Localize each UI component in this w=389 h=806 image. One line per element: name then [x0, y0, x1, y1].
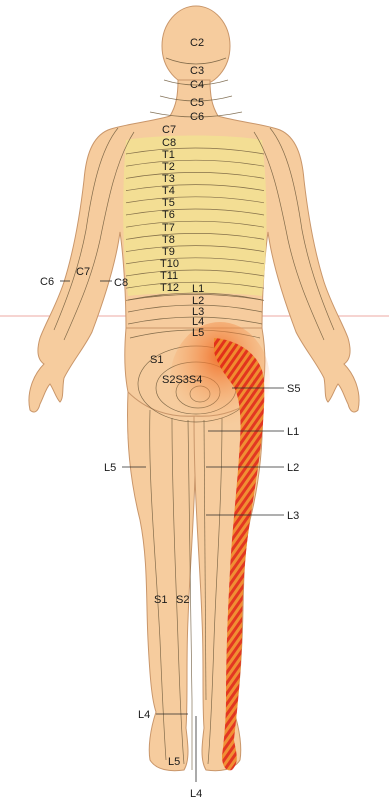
label-arm-c8: C8 [114, 277, 128, 289]
label-t9: T9 [162, 246, 175, 258]
label-t5: T5 [162, 197, 175, 209]
label-c5: C5 [190, 97, 204, 109]
label-t1: T1 [162, 149, 175, 161]
label-c7: C7 [162, 124, 176, 136]
label-t10: T10 [160, 258, 179, 270]
label-l4-ankle: L4 [138, 709, 150, 721]
label-t6: T6 [162, 209, 175, 221]
label-c2: C2 [190, 37, 204, 49]
label-s2s3s4: S2S3S4 [162, 374, 202, 386]
label-t2: T2 [162, 161, 175, 173]
label-c8: C8 [162, 137, 176, 149]
label-c4: C4 [190, 79, 204, 91]
label-t4: T4 [162, 185, 175, 197]
label-t11: T11 [160, 270, 178, 282]
label-t3: T3 [162, 173, 175, 185]
label-t12: T12 [160, 282, 179, 294]
label-s1-calf: S1 [154, 594, 167, 606]
label-l3-right: L3 [287, 510, 299, 522]
label-arm-c6: C6 [40, 276, 54, 288]
thoracic-zone [123, 136, 266, 297]
label-l1-right: L1 [287, 426, 299, 438]
label-s5-right: S5 [287, 383, 300, 395]
label-t7: T7 [162, 222, 175, 234]
label-s1: S1 [150, 354, 163, 366]
label-c6: C6 [190, 111, 204, 123]
label-s2-calf: S2 [176, 594, 189, 606]
label-l5-thigh: L5 [104, 462, 116, 474]
label-c3: C3 [190, 65, 204, 77]
label-l1: L1 [192, 283, 204, 295]
label-arm-c7: C7 [76, 266, 90, 278]
label-t8: T8 [162, 234, 175, 246]
label-l4-toe: L4 [190, 788, 202, 800]
label-l2-right: L2 [287, 462, 299, 474]
label-l5: L5 [192, 327, 204, 339]
label-l5-foot: L5 [168, 756, 180, 768]
